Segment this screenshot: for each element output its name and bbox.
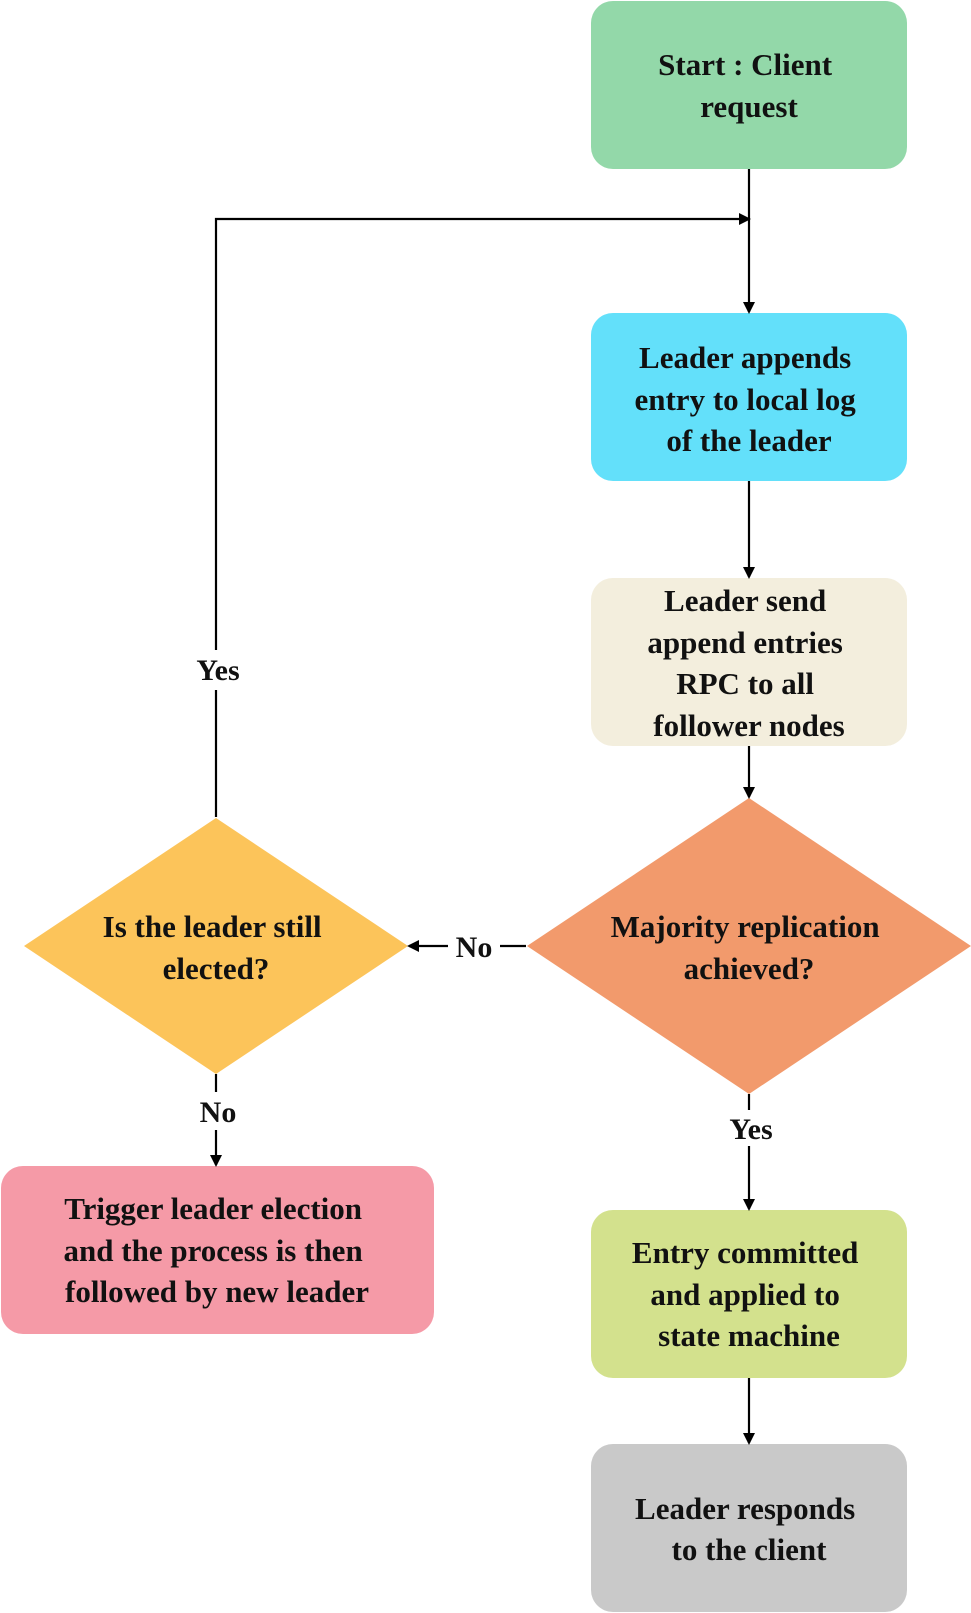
edge-label-majority-yes: Yes — [729, 1113, 772, 1146]
edge-label-elected-yes: Yes — [196, 654, 239, 687]
svg-text:Trigger leader election: Trigger leader election and the process … — [64, 1191, 371, 1309]
svg-text:Leader send append entri: Leader send append entries RPC to all fo… — [647, 583, 850, 743]
node-append-log-line-3: of the leader — [666, 423, 832, 458]
node-majority-decision: Majority replication achieved? — [527, 798, 971, 1094]
edge-label-elected-no: No — [200, 1096, 237, 1129]
node-respond: Leader responds to the client — [591, 1444, 907, 1612]
node-start-line-2: request — [700, 89, 798, 124]
svg-text:Leader appends entry to: Leader appends entry to local log of the… — [634, 340, 863, 458]
node-committed-line-3: state machine — [658, 1318, 840, 1353]
node-append-log-line-2: entry to local log — [634, 382, 856, 417]
node-election-line-1: Trigger leader election — [64, 1191, 362, 1226]
node-append-log: Leader appends entry to local log of the… — [591, 313, 907, 481]
node-append-log-line-1: Leader appends — [639, 340, 851, 375]
edge-label-majority-no: No — [456, 931, 493, 964]
node-committed-line-2: and applied to — [650, 1277, 840, 1312]
node-majority-line-2: achieved? — [684, 951, 815, 986]
node-send-rpc-line-2: append entries — [647, 625, 843, 660]
node-election-line-3: followed by new leader — [65, 1274, 369, 1309]
node-trigger-election-shape — [1, 1166, 434, 1334]
node-majority-decision-shape — [527, 798, 971, 1094]
node-still-elected-line-1: Is the leader still — [103, 909, 322, 944]
node-election-line-2: and the process is then — [64, 1233, 363, 1268]
node-send-rpc-line-3: RPC to all — [676, 666, 814, 701]
svg-text:Is the leader still elec: Is the leader still elected? — [103, 909, 330, 986]
svg-text:Entry committed and appl: Entry committed and applied to state mac… — [632, 1235, 866, 1353]
node-send-rpc-line-4: follower nodes — [653, 708, 844, 743]
node-start-line-1: Start : Client — [658, 47, 833, 82]
node-trigger-election: Trigger leader election and the process … — [1, 1166, 434, 1334]
node-committed-line-1: Entry committed — [632, 1235, 858, 1270]
node-committed: Entry committed and applied to state mac… — [591, 1210, 907, 1378]
node-append-log-shape — [591, 313, 907, 481]
node-respond-line-1: Leader responds — [635, 1491, 855, 1526]
node-still-elected-line-2: elected? — [163, 951, 270, 986]
node-start-shape — [591, 1, 907, 169]
node-respond-shape — [591, 1444, 907, 1612]
node-send-rpc-shape — [591, 578, 907, 746]
node-send-rpc-line-1: Leader send — [664, 583, 826, 618]
node-committed-shape — [591, 1210, 907, 1378]
node-still-elected-decision-shape — [24, 818, 408, 1074]
node-send-rpc: Leader send append entries RPC to all fo… — [591, 578, 907, 746]
svg-text:Start : Client request: Start : Client request — [658, 47, 840, 124]
svg-text:Majority replication ach: Majority replication achieved? — [611, 909, 888, 986]
node-still-elected-decision: Is the leader still elected? — [24, 818, 408, 1074]
edge-elected-yes-segment-b — [214, 213, 751, 650]
node-majority-line-1: Majority replication — [611, 909, 880, 944]
node-respond-line-2: to the client — [672, 1532, 828, 1567]
node-start: Start : Client request — [591, 1, 907, 169]
svg-text:Leader responds to the c: Leader responds to the client — [635, 1491, 863, 1567]
